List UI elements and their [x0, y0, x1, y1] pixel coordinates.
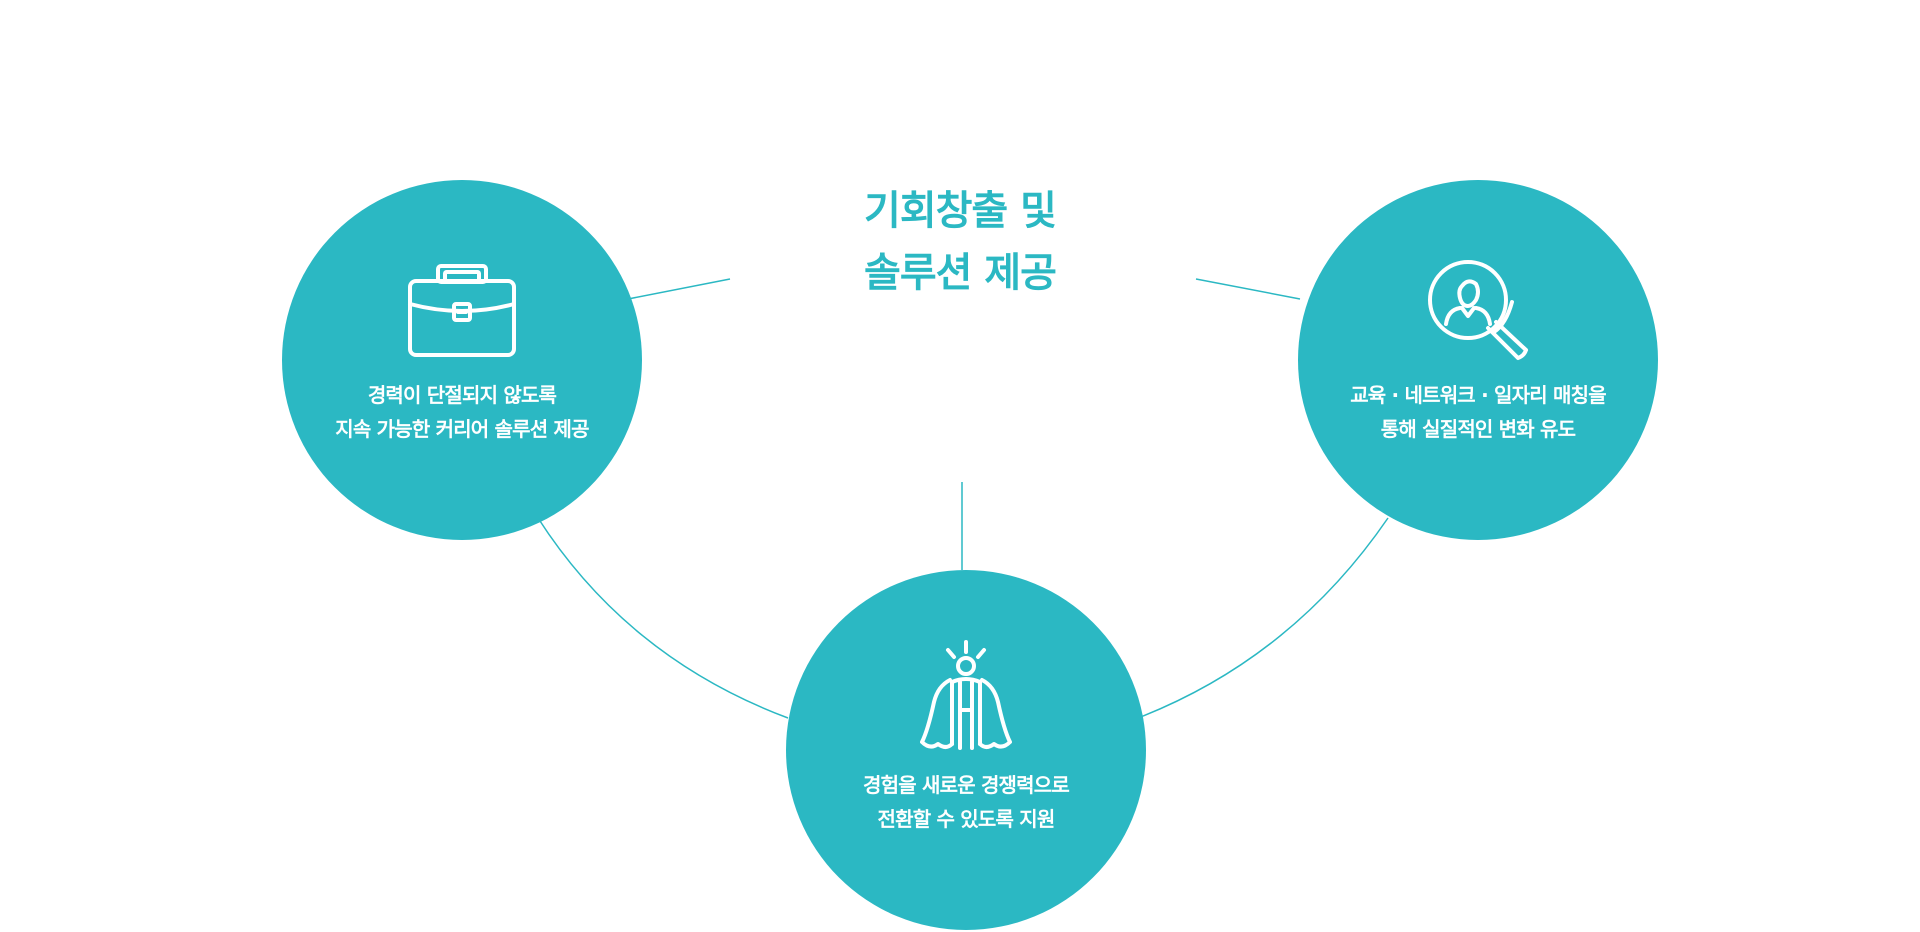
- center-title-line-2: 솔루션 제공: [864, 250, 1057, 296]
- node-matching-text: 교육 · 네트워크 · 일자리 매칭을 통해 실질적인 변화 유도: [1308, 378, 1648, 446]
- connector-right-to-center: [1195, 278, 1301, 300]
- node-text-line-2: 통해 실질적인 변화 유도: [1380, 417, 1576, 441]
- center-title: 기회창출 및 솔루션 제공: [760, 180, 1160, 304]
- briefcase-icon: [408, 264, 516, 357]
- node-text-line-1: 경력이 단절되지 않도록: [367, 383, 557, 407]
- arc-bottom-to-right: [1137, 517, 1389, 719]
- node-experience-text: 경험을 새로운 경쟁력으로 전환할 수 있도록 지원: [796, 768, 1136, 836]
- center-title-line-1: 기회창출 및: [864, 188, 1057, 234]
- node-text-line-2: 지속 가능한 커리어 솔루션 제공: [335, 417, 589, 441]
- caped-person-icon: [920, 640, 1012, 750]
- connector-left-to-center: [627, 278, 731, 300]
- arc-left-to-bottom: [537, 517, 789, 719]
- node-career-solution-text: 경력이 단절되지 않도록 지속 가능한 커리어 솔루션 제공: [292, 378, 632, 446]
- node-text-line-1: 경험을 새로운 경쟁력으로: [863, 773, 1070, 797]
- person-search-icon: [1428, 260, 1528, 360]
- node-matching: 교육 · 네트워크 · 일자리 매칭을 통해 실질적인 변화 유도: [1298, 180, 1658, 540]
- node-career-solution: 경력이 단절되지 않도록 지속 가능한 커리어 솔루션 제공: [282, 180, 642, 540]
- node-text-line-1: 교육 · 네트워크 · 일자리 매칭을: [1350, 383, 1606, 407]
- node-text-line-2: 전환할 수 있도록 지원: [877, 807, 1056, 831]
- node-experience: 경험을 새로운 경쟁력으로 전환할 수 있도록 지원: [786, 570, 1146, 930]
